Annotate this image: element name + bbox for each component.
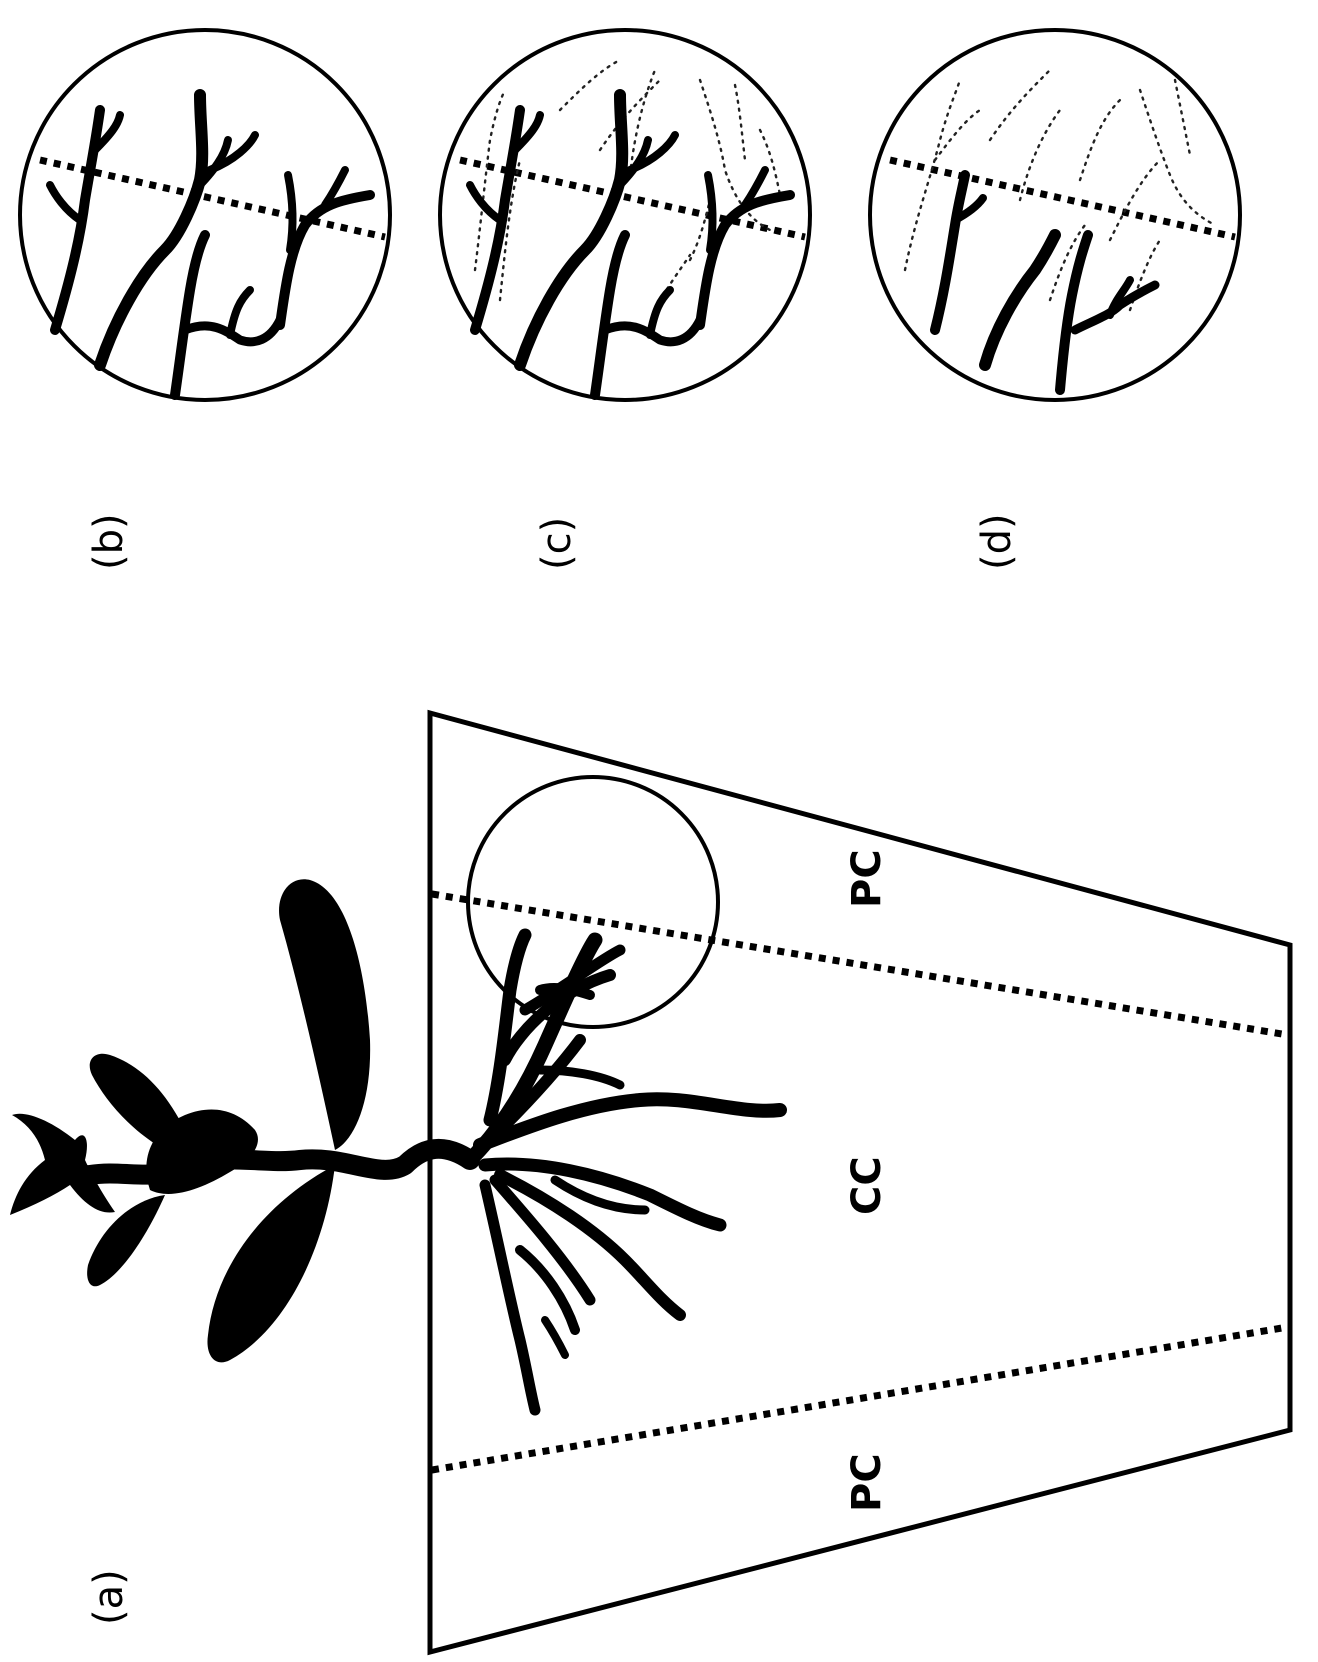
panel-b-circle	[18, 28, 392, 402]
container-outline	[427, 709, 1293, 1656]
plant-shoot	[10, 879, 480, 1363]
panel-d-dotted-roots	[903, 68, 1217, 312]
leaf-medium-lower	[87, 1195, 165, 1287]
leaf-large-lower	[207, 1165, 335, 1363]
panel-d-zone-boundary	[889, 156, 1236, 241]
panel-d-roots	[930, 170, 1160, 395]
panel-a: (a) PC CC PC	[10, 709, 1293, 1656]
zone-label-pc-lower: PC	[844, 1453, 890, 1512]
panel-b-label: (b)	[86, 513, 132, 570]
zone-boundary-lower	[431, 1323, 1289, 1474]
zone-boundary-upper	[431, 890, 1289, 1039]
panel-c-roots	[466, 89, 795, 400]
zone-label-pc-upper: PC	[844, 849, 890, 908]
panel-c-dotted-roots	[473, 58, 782, 312]
plant-roots	[462, 928, 787, 1416]
panel-a-label: (a)	[86, 1569, 132, 1625]
panel-c-label: (c)	[534, 517, 580, 570]
panel-c-circle	[438, 28, 812, 402]
panel-d-circle	[868, 28, 1242, 402]
zone-label-cc: CC	[844, 1156, 890, 1215]
panel-d-label: (d)	[974, 513, 1020, 570]
panel-b	[18, 28, 392, 402]
leaf-top-bud	[10, 1113, 115, 1215]
leaf-large-upper	[279, 879, 371, 1150]
magnifier-circle	[466, 775, 720, 1029]
panel-b-zone-boundary	[39, 156, 386, 241]
panel-d	[868, 28, 1242, 402]
panel-c	[438, 28, 812, 402]
panel-b-roots	[46, 89, 375, 400]
leaf-small-lower	[89, 1053, 185, 1152]
